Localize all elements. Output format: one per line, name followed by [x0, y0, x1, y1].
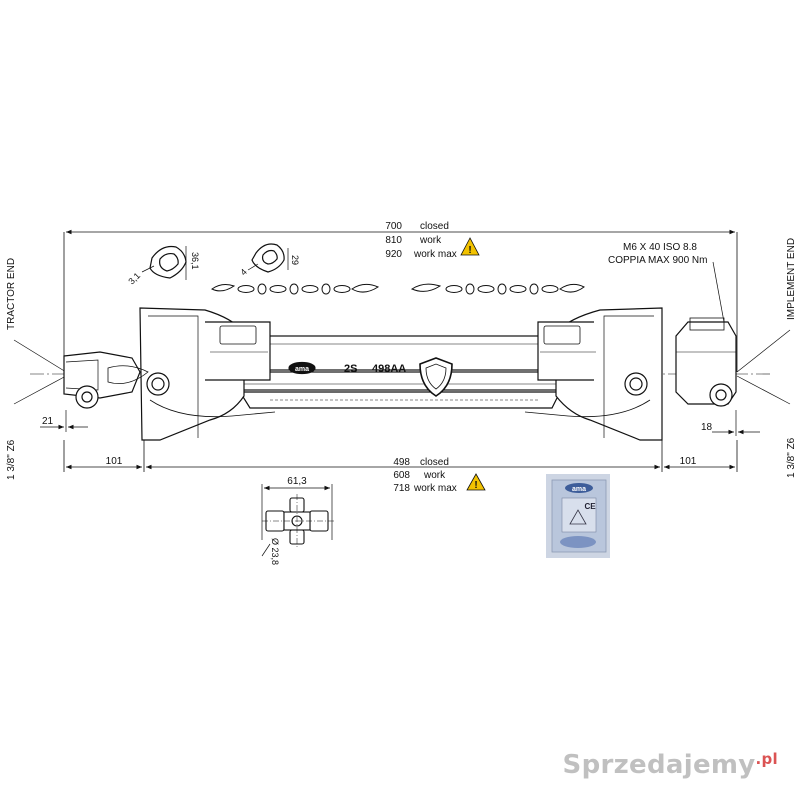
- cross-width-value: 61,3: [287, 476, 307, 487]
- tube-profile-2: [247, 243, 289, 273]
- shaft-code-mark: 498AA: [372, 363, 406, 375]
- left-spline-label: 1 3/8" Z6: [6, 439, 17, 480]
- overall-max-label: work max: [413, 249, 457, 260]
- leader-left-bottom: [13, 375, 67, 405]
- profile2-dim-a: 4: [238, 267, 249, 278]
- watermark-suffix: .pl: [755, 750, 778, 768]
- tube-closed-label: closed: [420, 457, 449, 468]
- offset-right-value: 18: [701, 422, 713, 433]
- ama-sticker-photo: [546, 474, 610, 558]
- svg-text:!: !: [474, 480, 477, 491]
- watermark: Sprzedajemy.pl: [563, 750, 778, 780]
- sticker-brand: ama: [572, 486, 586, 493]
- svg-text:!: !: [468, 245, 471, 256]
- tube-work-value: 608: [393, 470, 410, 481]
- leader-right-top: [736, 329, 791, 373]
- implement-end-label: IMPLEMENT END: [786, 238, 797, 320]
- shaft-model-mark: 2S: [344, 363, 357, 375]
- profile1-dim-a: 3,1: [126, 270, 142, 286]
- tube-max-label: work max: [413, 483, 457, 494]
- watermark-text: Sprzedajemy: [562, 750, 756, 780]
- cross-diameter-value: Ø 23,8: [270, 538, 280, 565]
- leader-right-bottom: [736, 375, 791, 405]
- end-right-length: 101: [680, 456, 697, 467]
- overall-closed-value: 700: [385, 221, 402, 232]
- profile1-dim-b: 36,1: [190, 252, 200, 270]
- safety-chain-left: [211, 283, 380, 295]
- tube-max-value: 718: [393, 483, 410, 494]
- overall-work-value: 810: [385, 235, 402, 246]
- right-spline-label: 1 3/8" Z6: [786, 437, 797, 478]
- overall-max-value: 920: [385, 249, 402, 260]
- bolt-leader: [712, 261, 725, 323]
- end-left-length: 101: [106, 456, 123, 467]
- warning-icon: !: [460, 237, 480, 256]
- safety-chain-right: [410, 283, 585, 295]
- offset-left-value: 21: [42, 416, 54, 427]
- overall-work-label: work: [419, 235, 442, 246]
- bolt-spec: M6 X 40 ISO 8.8: [623, 242, 697, 253]
- sticker-ce: CE: [584, 502, 596, 511]
- tube-closed-value: 498: [393, 457, 410, 468]
- overall-length-dimension: [63, 229, 738, 372]
- universal-joint-cross: [261, 484, 334, 557]
- pto-shaft: [63, 307, 737, 441]
- tube-profile-1: [141, 245, 187, 280]
- overall-closed-label: closed: [420, 221, 449, 232]
- tube-work-label: work: [423, 470, 446, 481]
- tractor-end-label: TRACTOR END: [6, 258, 17, 330]
- leader-left-top: [13, 339, 67, 373]
- tube-length-dimension: [63, 440, 738, 472]
- torque-spec: COPPIA MAX 900 Nm: [608, 255, 707, 266]
- warning-icon: !: [466, 473, 486, 491]
- profile2-dim-b: 29: [290, 255, 300, 265]
- brand-logo: ama: [295, 366, 309, 373]
